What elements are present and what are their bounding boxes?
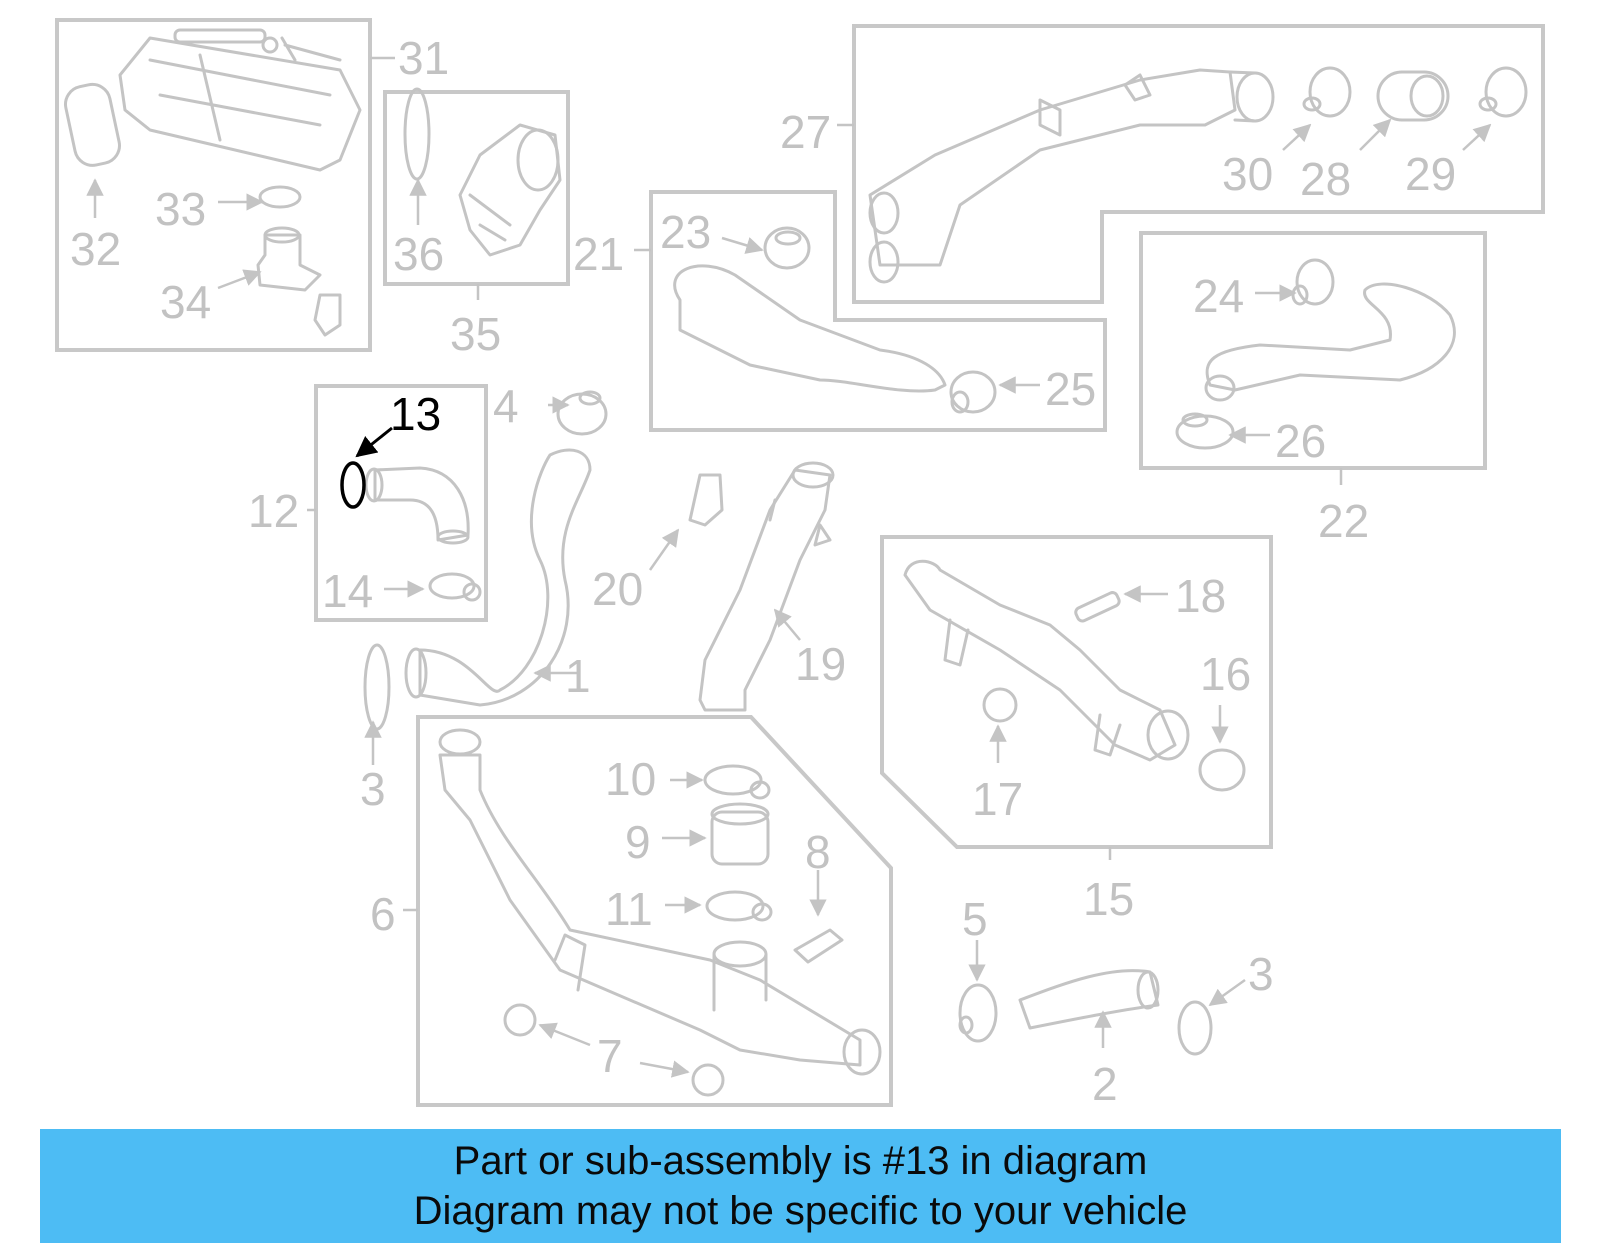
- callout-3-left: 3: [360, 763, 386, 815]
- callout-29: 29: [1405, 148, 1456, 200]
- loose-parts: [958, 969, 1213, 1056]
- callout-17: 17: [972, 773, 1023, 825]
- callout-20: 20: [592, 563, 643, 615]
- callout-26: 26: [1275, 415, 1326, 467]
- intercooler-pipe-27: [868, 66, 1528, 284]
- callout-15: 15: [1083, 873, 1134, 925]
- callout-33: 33: [155, 183, 206, 235]
- o-ring-13-highlighted: [340, 461, 366, 509]
- callout-12: 12: [248, 485, 299, 537]
- callout-34: 34: [160, 276, 211, 328]
- pipe-19: [688, 461, 835, 712]
- callout-2: 2: [1092, 1058, 1118, 1110]
- callout-31: 31: [398, 32, 449, 84]
- leader-lines: [86, 56, 1492, 1078]
- callout-4: 4: [493, 380, 519, 432]
- callout-32: 32: [70, 223, 121, 275]
- parts-diagram: 31 32 33 34 36 35 27 30 28 29 21 23 25 2…: [55, 18, 1545, 1110]
- callout-3-right: 3: [1248, 948, 1274, 1000]
- callout-10: 10: [605, 753, 656, 805]
- callout-labels: 31 32 33 34 36 35 27 30 28 29 21 23 25 2…: [70, 32, 1456, 1110]
- pipe-assembly-6: [438, 728, 882, 1097]
- callout-24: 24: [1193, 270, 1244, 322]
- group-box-21: [649, 190, 1107, 432]
- callout-13-arrow: [355, 426, 393, 458]
- callout-5: 5: [962, 893, 988, 945]
- callout-36: 36: [393, 228, 444, 280]
- caption-line-part-number: Part or sub-assembly is #13 in diagram: [453, 1139, 1148, 1183]
- callout-18: 18: [1175, 570, 1226, 622]
- callout-27: 27: [780, 106, 831, 158]
- callout-9: 9: [625, 816, 651, 868]
- callout-19: 19: [795, 638, 846, 690]
- caption-banner: Part or sub-assembly is #13 in diagram D…: [40, 1129, 1561, 1243]
- group-box-27: [852, 24, 1545, 304]
- callout-22: 22: [1318, 495, 1369, 547]
- callout-30: 30: [1222, 148, 1273, 200]
- callout-25: 25: [1045, 363, 1096, 415]
- callout-13: 13: [390, 388, 441, 440]
- group-box-31: [55, 18, 372, 352]
- group-box-15: [880, 535, 1273, 849]
- callout-8: 8: [805, 826, 831, 878]
- group-box-35: [383, 90, 570, 286]
- group-box-12: [314, 384, 488, 622]
- callout-7: 7: [597, 1030, 623, 1082]
- callout-11: 11: [605, 883, 653, 935]
- group-box-6: [416, 715, 893, 1107]
- housing-assembly-31: [64, 28, 362, 337]
- callout-6: 6: [370, 888, 396, 940]
- callout-16: 16: [1200, 648, 1251, 700]
- callout-14: 14: [322, 565, 373, 617]
- callout-23: 23: [660, 206, 711, 258]
- group-box-22: [1139, 231, 1487, 470]
- pipe-assembly-15: [903, 559, 1246, 792]
- hose-assembly-21: [673, 226, 997, 414]
- caption-line-disclaimer: Diagram may not be specific to your vehi…: [413, 1189, 1188, 1233]
- callout-21: 21: [573, 228, 624, 280]
- callout-35: 35: [450, 308, 501, 360]
- elbow-assembly-12: [364, 466, 482, 602]
- callout-28: 28: [1300, 153, 1351, 205]
- callout-1: 1: [565, 650, 591, 702]
